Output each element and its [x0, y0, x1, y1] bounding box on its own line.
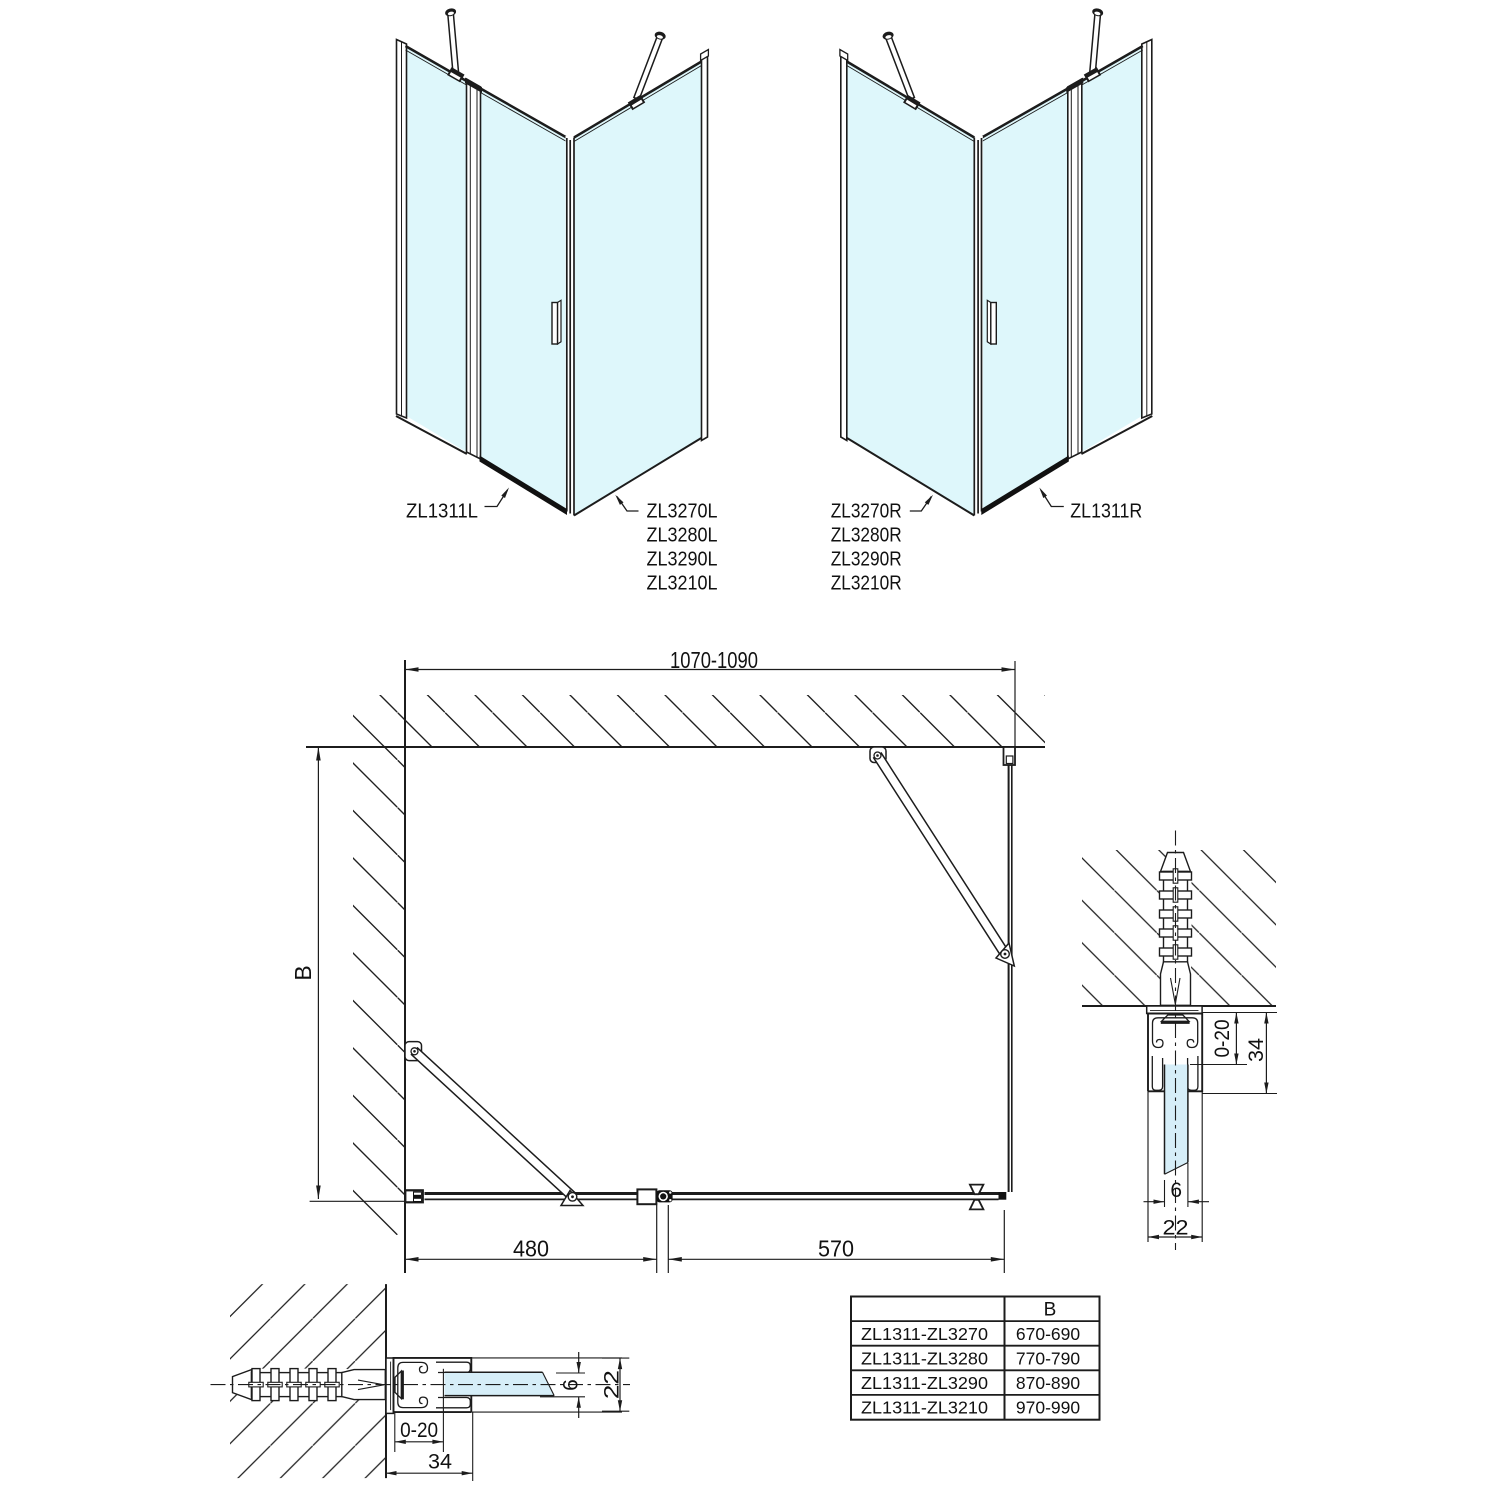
- svg-text:770-790: 770-790: [1016, 1348, 1080, 1368]
- svg-text:ZL3280L: ZL3280L: [647, 524, 718, 547]
- svg-text:480: 480: [513, 1235, 549, 1261]
- svg-text:34: 34: [428, 1451, 452, 1474]
- svg-text:ZL1311L: ZL1311L: [406, 500, 478, 523]
- svg-text:670-690: 670-690: [1016, 1324, 1080, 1344]
- svg-text:22: 22: [1163, 1217, 1189, 1240]
- svg-text:870-890: 870-890: [1016, 1373, 1080, 1393]
- svg-text:22: 22: [601, 1370, 624, 1399]
- svg-text:ZL3290L: ZL3290L: [647, 548, 718, 571]
- svg-text:ZL1311-ZL3210: ZL1311-ZL3210: [861, 1398, 988, 1418]
- svg-text:ZL3210R: ZL3210R: [831, 572, 902, 595]
- svg-text:0-20: 0-20: [400, 1419, 438, 1442]
- svg-text:ZL3210L: ZL3210L: [647, 572, 718, 595]
- svg-text:B: B: [290, 965, 316, 980]
- svg-text:570: 570: [818, 1235, 854, 1261]
- svg-text:ZL1311-ZL3290: ZL1311-ZL3290: [861, 1373, 988, 1393]
- svg-text:ZL3270L: ZL3270L: [647, 500, 718, 523]
- svg-text:ZL3270R: ZL3270R: [831, 500, 902, 523]
- svg-text:ZL3290R: ZL3290R: [831, 548, 902, 571]
- svg-text:ZL1311-ZL3280: ZL1311-ZL3280: [861, 1348, 988, 1368]
- svg-text:ZL1311-ZL3270: ZL1311-ZL3270: [861, 1324, 988, 1344]
- svg-text:1070-1090: 1070-1090: [670, 647, 758, 673]
- svg-text:6: 6: [1170, 1179, 1182, 1202]
- svg-text:ZL3280R: ZL3280R: [831, 524, 902, 547]
- svg-text:970-990: 970-990: [1016, 1398, 1080, 1418]
- svg-text:6: 6: [560, 1379, 583, 1391]
- svg-text:0-20: 0-20: [1211, 1020, 1234, 1058]
- svg-text:B: B: [1044, 1299, 1057, 1320]
- svg-text:34: 34: [1245, 1038, 1268, 1062]
- svg-text:ZL1311R: ZL1311R: [1070, 500, 1142, 523]
